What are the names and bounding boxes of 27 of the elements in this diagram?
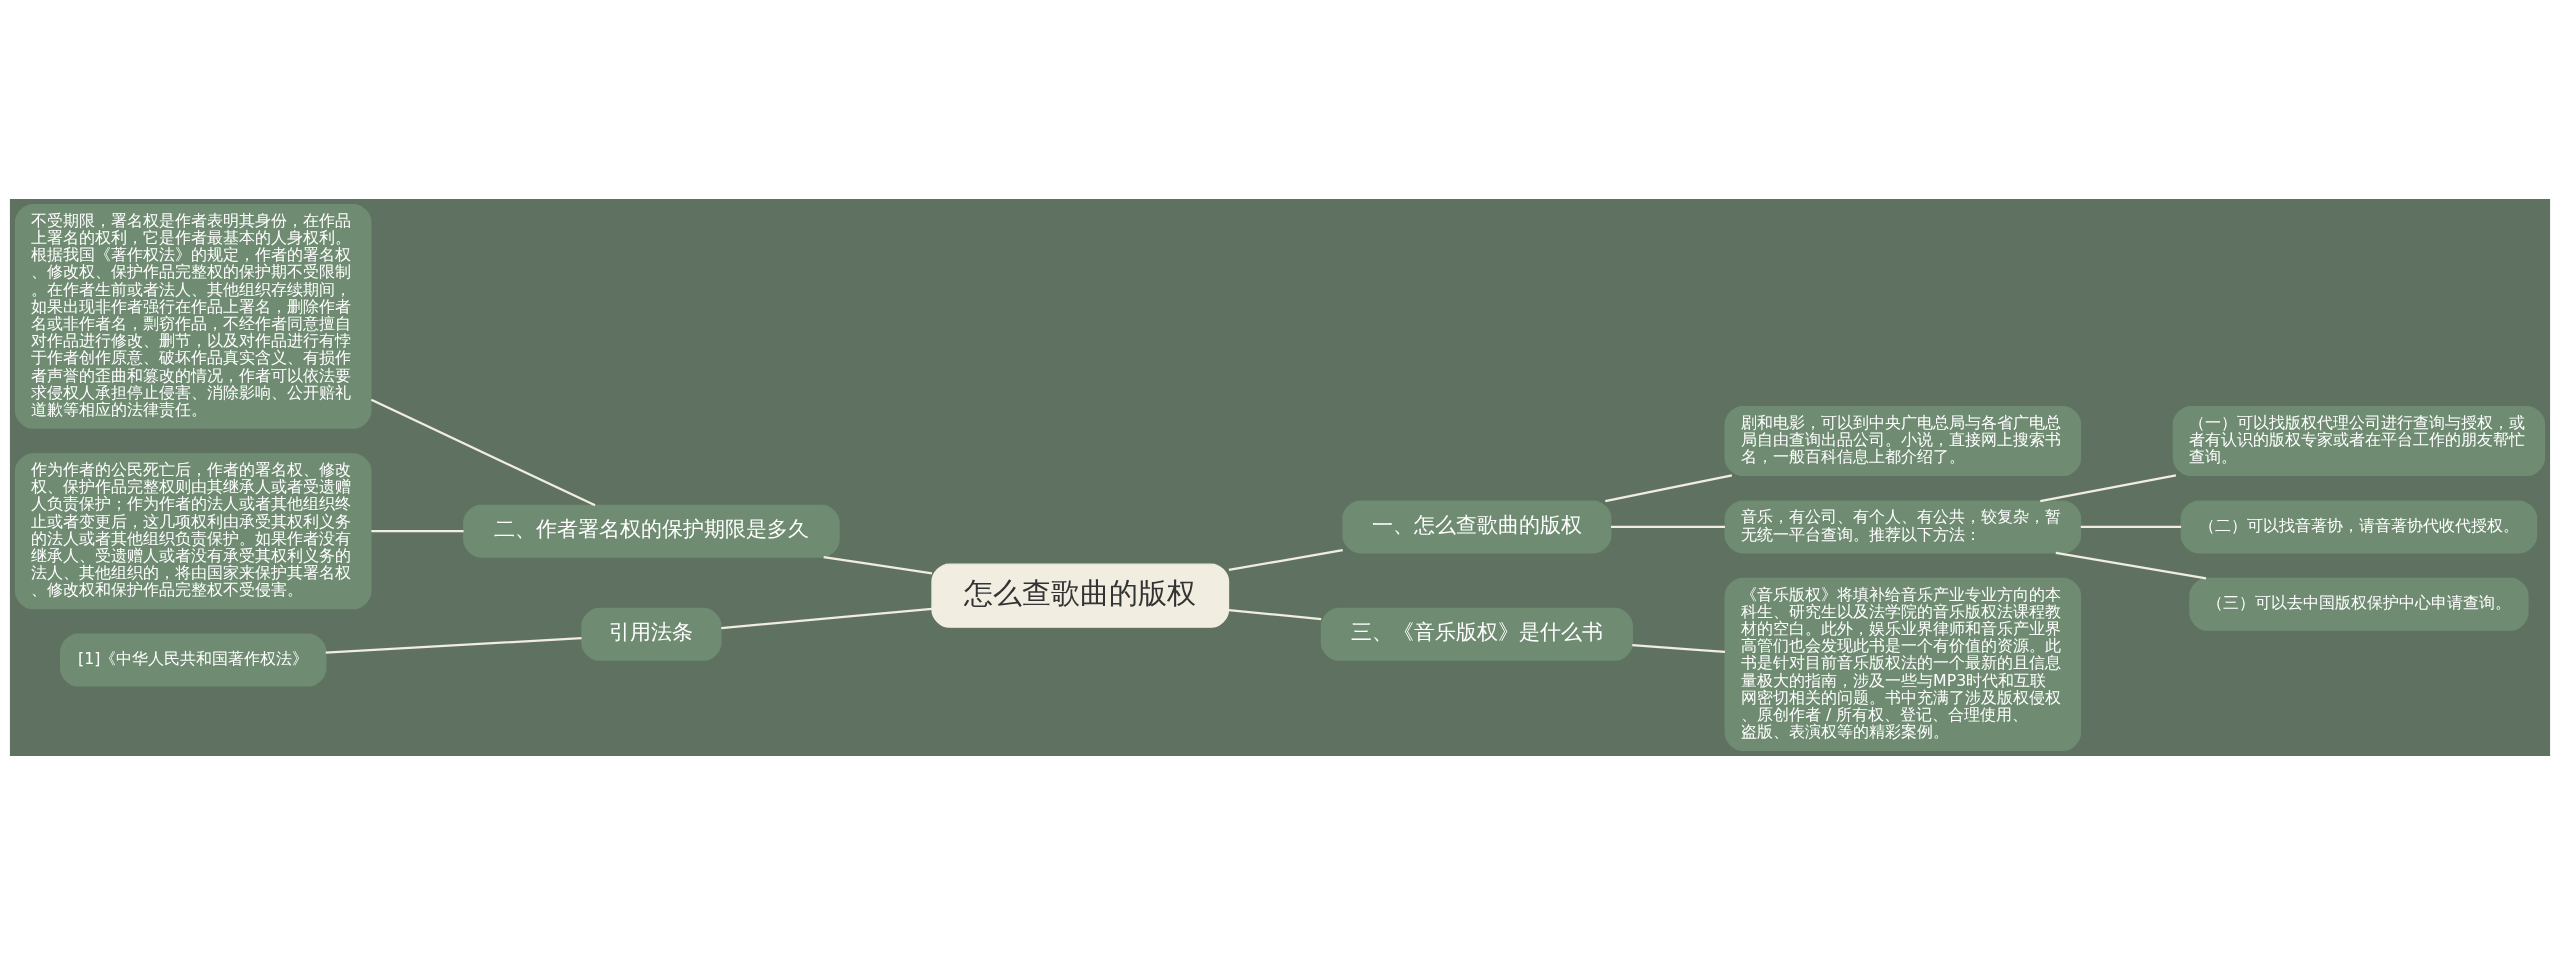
- connector: [2040, 474, 2177, 503]
- node-box: 怎么查歌曲的版权: [931, 563, 1230, 628]
- connector: [1228, 548, 1343, 572]
- connector: [325, 637, 582, 654]
- connector: [1605, 474, 1733, 503]
- connector: [2055, 551, 2207, 580]
- connector: [1228, 608, 1322, 621]
- node-box: 不受期限，署名权是作者表明其身份，在作品上署名的权利，它是作者最基本的人身权利。根据我国《著作权法》的规定，作者的署名权、修改权、保护作品完整权的保护期不受限制。在作者生前或者法人、其他组织存续期间，如果出现非作者强行在作品上署名，删除作者名或非作者名，剽窃作品，不经作者同意擅自对作品进行修改、删节，以及对作品进行有悖于作者创作原意、破坏作品真实含义、有损作者声誉的歪曲和篡改的情况，作者可以依法要求侵权人承担停止侵害、消除影响、公开赔礼道歉等相应的法律责任。: [14, 204, 372, 429]
- node-box: （二）可以找音著协，请音著协代收代授权。: [2180, 500, 2538, 554]
- connector: [1632, 644, 1726, 653]
- node-box: 作为作者的公民死亡后，作者的署名权、修改权、保护作品完整权则由其继承人或者受遗赠人负责保护；作为作者的法人或者其他组织终止或者变更后，这几项权利由承受其权利义务的法人或者其他组织负责保护。如果作者没有继承人、受遗赠人或者没有承受其权利义务的法人、其他组织的，将由国家来保护其署名权、修改权和保护作品完整权不受侵害。: [14, 453, 372, 610]
- connector: [2080, 525, 2182, 529]
- connector: [371, 530, 464, 533]
- node-box: 一、怎么查歌曲的版权: [1342, 500, 1612, 554]
- node-box: （一）可以找版权代理公司进行查询与授权，或者有认识的版权专家或者在平台工作的朋友帮忙查询。: [2172, 405, 2546, 477]
- connector: [370, 398, 596, 507]
- connector: [1611, 525, 1725, 529]
- node-box: 音乐，有公司、有个人、有公共，较复杂，暂无统一平台查询。推荐以下方法：: [1724, 500, 2082, 554]
- node-box: 引用法条: [581, 607, 722, 661]
- node-box: 剧和电影，可以到中央广电总局与各省广电总局自由查询出品公司。小说，直接网上搜索书名，一般百科信息上都介绍了。: [1724, 405, 2082, 477]
- node-box: （三）可以去中国版权保护中心申请查询。: [2189, 577, 2529, 631]
- node-box: [1]《中华人民共和国著作权法》: [60, 633, 327, 687]
- connector: [823, 555, 933, 575]
- node-box: 二、作者署名权的保护期限是多久: [463, 504, 840, 558]
- node-box: 《音乐版权》将填补给音乐产业专业方向的本科生、研究生以及法学院的音乐版权法课程教材的空白。此外，娱乐业界律师和音乐产业界高管们也会发现此书是一个有价值的资源。此书是针对目前音乐版权法的一个最新的且信息量极大的指南，涉及一些与MP3时代和互联网密切相关的问题。书中充满了涉及版权侵权、原创作者 / 所有权、登记、合理使用、盗版、表演权等的精彩案例。: [1724, 577, 2082, 751]
- node-box: 三、《音乐版权》是什么书: [1320, 607, 1633, 661]
- connector: [721, 607, 933, 630]
